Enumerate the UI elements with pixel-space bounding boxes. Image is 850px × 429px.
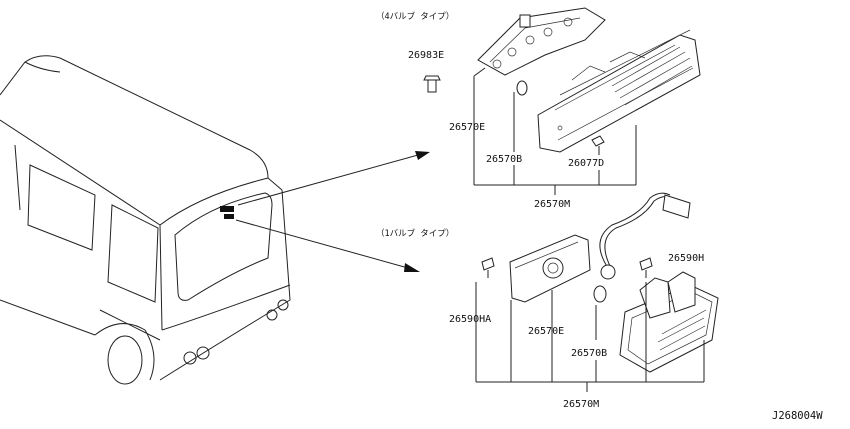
section-header-4-bulb: （4バルブ タイプ） [376, 11, 454, 22]
callout-arrows [235, 151, 430, 272]
figure-code: J268004W [772, 410, 823, 422]
bulb-26570b-bottom [593, 285, 607, 303]
label-26570b-bottom: 26570B [571, 348, 607, 359]
label-26570b-top: 26570B [486, 154, 522, 165]
section-header-1-bulb: （1バルブ タイプ） [376, 228, 454, 239]
label-26983e: 26983E [408, 50, 444, 61]
wire-harness [599, 192, 691, 280]
lamp-lens-bottom [619, 271, 719, 373]
screw-26077d [591, 135, 605, 155]
label-26570e-bottom: 26570E [528, 326, 564, 337]
lamp-housing-26570e [509, 234, 591, 303]
label-26570m-bottom: 26570M [563, 399, 599, 410]
screw-26590ha [481, 257, 495, 278]
leader-lines-top [473, 67, 637, 195]
socket-bracket-26570e [477, 7, 606, 76]
screw-26983e [423, 75, 441, 93]
label-26077d: 26077D [568, 158, 604, 169]
leader-lines-bottom [475, 282, 705, 392]
bulb-26570b-top [513, 80, 528, 152]
van-illustration [0, 55, 291, 385]
label-26590ha: 26590HA [449, 314, 491, 325]
label-26570m-top: 26570M [534, 199, 570, 210]
label-26570e-top: 26570E [449, 122, 485, 133]
lamp-lens-26570m [537, 29, 701, 153]
screw-26590h [639, 257, 653, 278]
label-26590h: 26590H [668, 253, 704, 264]
